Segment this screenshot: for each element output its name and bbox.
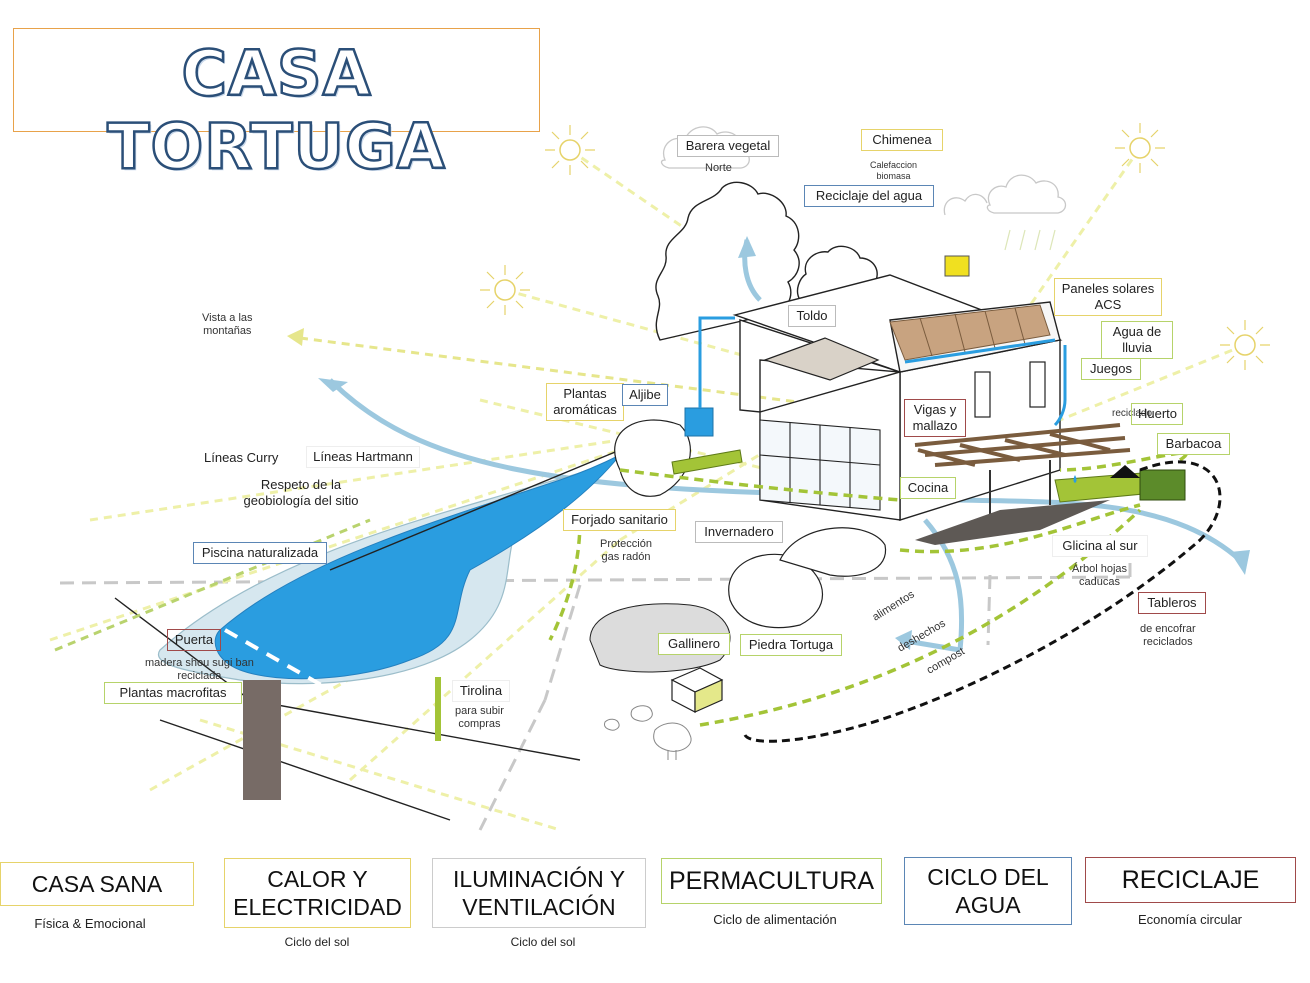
- hen-house: [670, 667, 724, 713]
- label-invernadero: Invernadero: [695, 521, 783, 543]
- windows: [974, 361, 1046, 418]
- water-pipe: [698, 316, 735, 408]
- gutter: [904, 338, 1056, 364]
- label-reciclaje-agua: Reciclaje del agua: [804, 185, 934, 207]
- title-frame: CASA TORTUGA: [13, 28, 540, 184]
- label-juegos: Juegos: [1081, 358, 1141, 380]
- category-iluminacion-ventilacion: ILUMINACIÓN Y VENTILACIÓN: [432, 858, 646, 928]
- label-aljibe: Aljibe: [622, 384, 668, 406]
- recycling-loop: [743, 460, 1222, 743]
- view-arrow: [299, 336, 861, 412]
- label-cocina: Cocina: [900, 477, 956, 499]
- label-tableros: Tableros: [1138, 592, 1206, 614]
- awning: [763, 337, 880, 381]
- label-barbacoa: Barbacoa: [1157, 433, 1230, 455]
- label-puerta: Puerta: [167, 629, 221, 651]
- permaculture-arrows: [548, 451, 1188, 727]
- pergola: [914, 423, 1131, 467]
- patio-floor: [915, 500, 1110, 545]
- bbq: [1139, 469, 1186, 501]
- cistern: [684, 407, 714, 437]
- zipline-post: [435, 677, 441, 741]
- label-norte: Norte: [705, 162, 732, 174]
- sun-icon: [494, 137, 1256, 356]
- door-pillar: [243, 680, 281, 800]
- solar-panels: [889, 304, 1051, 361]
- label-reciclado: reciclado: [1112, 408, 1153, 419]
- category-iluminacion-subtitle: Ciclo del sol: [510, 935, 576, 949]
- hen-icon: [604, 705, 692, 760]
- label-barrera-vegetal: Barera vegetal: [677, 135, 779, 157]
- label-tirolina: Tirolina: [452, 680, 510, 702]
- label-chimenea: Chimenea: [861, 129, 943, 151]
- pool: [157, 454, 621, 692]
- category-permacultura: PERMACULTURA: [661, 858, 882, 904]
- category-casa-sana-subtitle: Física & Emocional: [34, 916, 146, 931]
- chimney: [944, 255, 970, 277]
- label-gallinero: Gallinero: [658, 633, 730, 655]
- label-lineas-curry: Líneas Curry: [204, 450, 279, 465]
- category-permacultura-subtitle: Ciclo de alimentación: [713, 912, 837, 927]
- label-forjado-sanitario: Forjado sanitario: [563, 509, 676, 531]
- label-glicina: Glicina al sur: [1052, 535, 1148, 557]
- label-huerto: Huerto: [1131, 403, 1183, 425]
- label-piscina-naturalizada: Piscina naturalizada: [193, 542, 327, 564]
- label-lineas-hartmann: Líneas Hartmann: [306, 446, 420, 468]
- category-calor-subtitle: Ciclo del sol: [284, 935, 350, 949]
- label-toldo: Toldo: [788, 305, 836, 327]
- label-plantas-macrofitas: Plantas macrofitas: [104, 682, 242, 704]
- label-piedra-tortuga: Piedra Tortuga: [740, 634, 842, 656]
- category-casa-sana: CASA SANA: [0, 862, 194, 906]
- category-calor-electricidad: CALOR Y ELECTRICIDAD: [224, 858, 411, 928]
- category-reciclaje-subtitle: Economía circular: [1137, 912, 1243, 927]
- page-title: CASA TORTUGA: [106, 36, 446, 185]
- category-ciclo-agua: CICLO DEL AGUA: [904, 857, 1072, 925]
- category-reciclaje: RECICLAJE: [1085, 857, 1296, 903]
- ground-lines: [59, 560, 1132, 831]
